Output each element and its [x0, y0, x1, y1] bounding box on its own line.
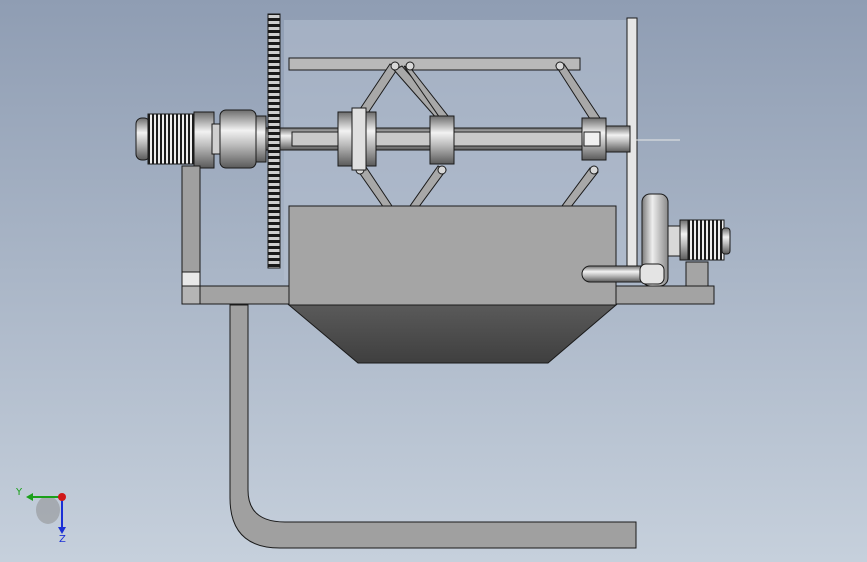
- outlet-pipe[interactable]: [581, 263, 665, 285]
- triad-z-label: Z: [59, 534, 66, 545]
- support-leg[interactable]: [229, 304, 637, 549]
- triad-shadow: [36, 496, 60, 524]
- feed-box[interactable]: [288, 205, 617, 306]
- drive-gear[interactable]: [267, 13, 281, 269]
- right-motor[interactable]: [641, 193, 731, 287]
- shaft-collars[interactable]: [337, 107, 607, 171]
- triad-y-arrow: [26, 493, 33, 501]
- left-motor[interactable]: [135, 109, 267, 169]
- frame-top-beam[interactable]: [288, 57, 581, 71]
- discharge-hopper[interactable]: [287, 304, 618, 364]
- triad-x-axis: [58, 493, 66, 501]
- triad-z-arrow: [58, 527, 66, 534]
- base-frame[interactable]: [181, 285, 715, 305]
- triad-y-label: Y: [15, 487, 23, 498]
- orientation-triad: Y Z: [15, 487, 66, 545]
- left-support-column[interactable]: [181, 165, 201, 287]
